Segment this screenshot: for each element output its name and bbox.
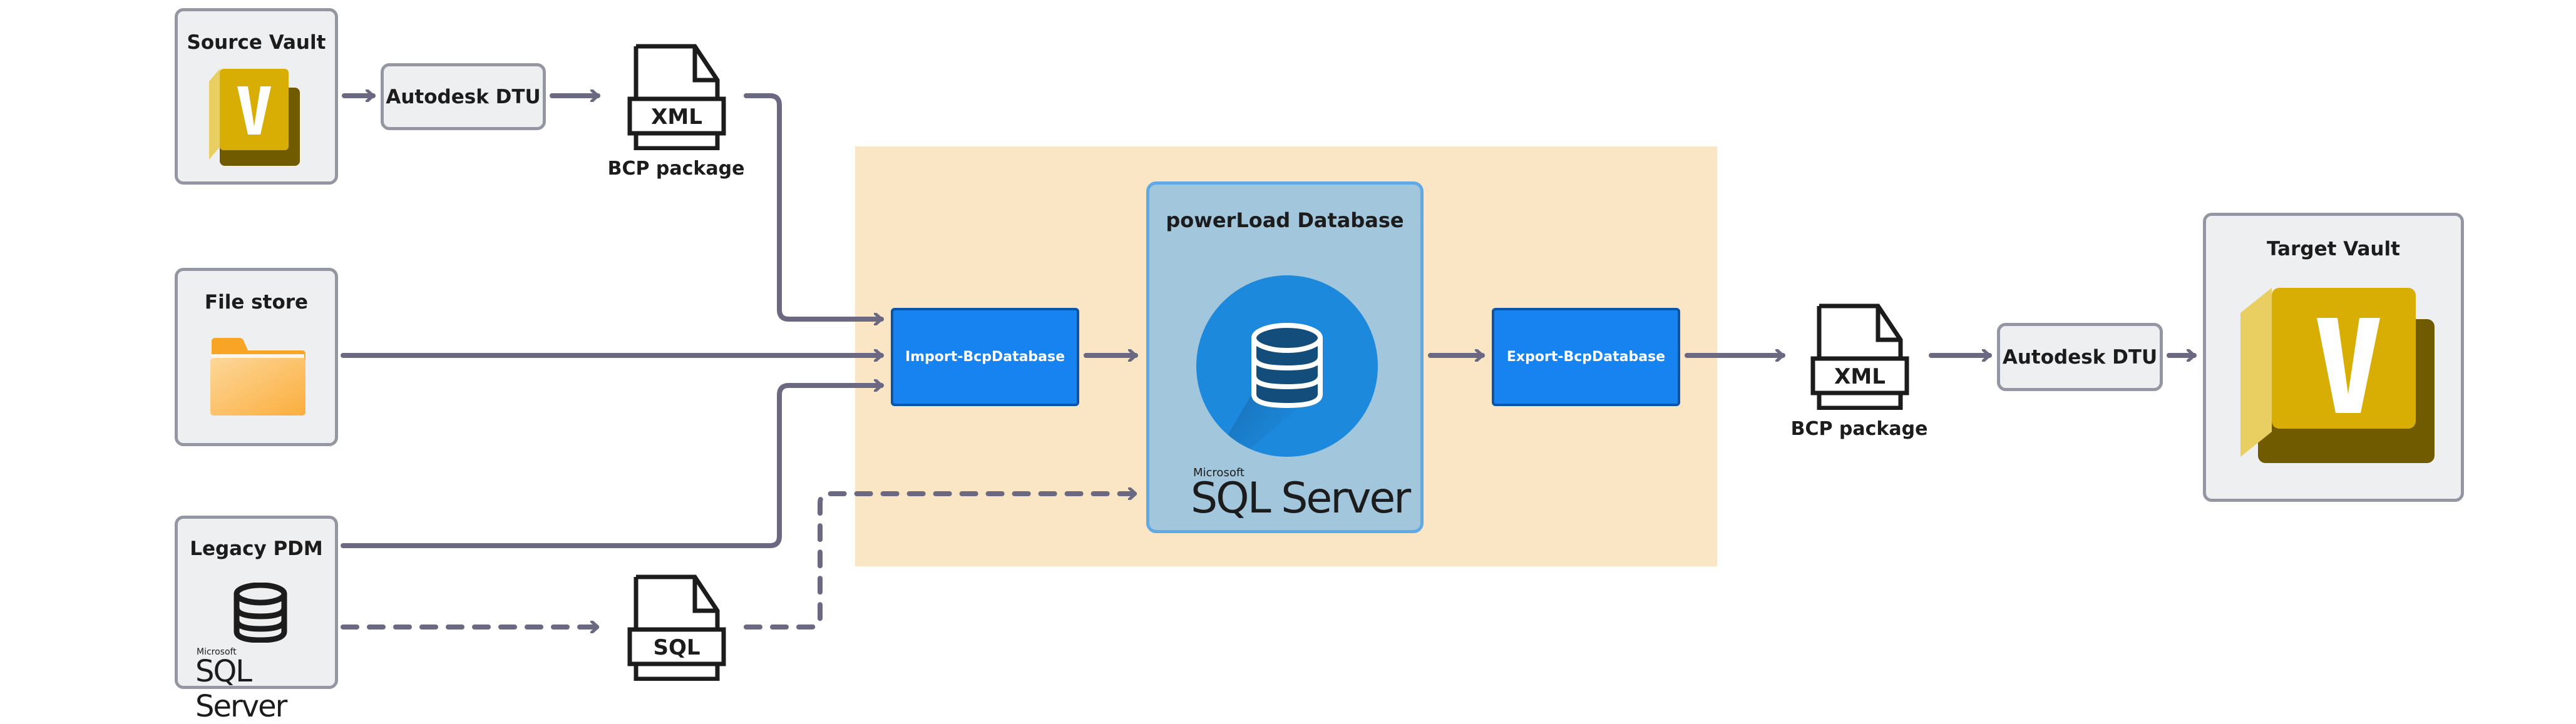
xml-badge-left: XML bbox=[651, 105, 702, 130]
dashed-sql-to-db bbox=[744, 494, 1138, 630]
database-circle-icon bbox=[1196, 275, 1378, 457]
powerload-sql-server-logo: SQL Server bbox=[1191, 474, 1411, 523]
autodesk-vault-icon bbox=[2240, 288, 2435, 463]
autodesk-dtu-left-label: Autodesk DTU bbox=[386, 85, 541, 108]
import-bcpdatabase-label: Import-BcpDatabase bbox=[905, 349, 1065, 365]
sql-file-icon bbox=[627, 574, 726, 681]
legacy-sql-server-logo: SQL Server bbox=[195, 654, 287, 724]
sql-file[interactable]: SQL bbox=[626, 574, 727, 681]
powerload-database-panel[interactable]: powerLoad Database Microsoft SQL Server bbox=[1146, 181, 1424, 533]
legacy-pdm-card[interactable]: Legacy PDM Microsoft SQL Server bbox=[175, 516, 338, 724]
folder-icon bbox=[210, 338, 305, 416]
export-bcpdatabase-label: Export-BcpDatabase bbox=[1506, 349, 1666, 365]
source-vault-card[interactable]: Source Vault bbox=[175, 8, 338, 185]
autodesk-vault-icon bbox=[209, 69, 300, 166]
xml-badge-right: XML bbox=[1834, 364, 1886, 389]
xml-file-icon bbox=[1810, 303, 1909, 410]
autodesk-dtu-right[interactable]: Autodesk DTU bbox=[1997, 323, 2163, 391]
xml-file-left[interactable]: XML bbox=[626, 44, 727, 151]
file-store-title: File store bbox=[204, 291, 309, 314]
bcp-package-caption-left: BCP package bbox=[607, 158, 745, 180]
powerload-microsoft-label: Microsoft bbox=[1193, 466, 1244, 479]
legacy-microsoft-label: Microsoft bbox=[197, 647, 237, 657]
import-bcpdatabase-button[interactable]: Import-BcpDatabase bbox=[891, 308, 1079, 406]
legacy-pdm-title: Legacy PDM bbox=[190, 538, 323, 560]
source-vault-title: Source Vault bbox=[187, 31, 326, 54]
xml-file-right[interactable]: XML bbox=[1809, 303, 1911, 410]
sql-badge: SQL bbox=[653, 635, 700, 660]
autodesk-dtu-right-label: Autodesk DTU bbox=[2002, 345, 2158, 369]
powerload-database-title: powerLoad Database bbox=[1166, 208, 1404, 232]
connectors bbox=[341, 0, 2197, 689]
file-store-card[interactable]: File store bbox=[175, 268, 338, 446]
arrow-xml-to-import bbox=[744, 93, 884, 319]
export-bcpdatabase-button[interactable]: Export-BcpDatabase bbox=[1492, 308, 1680, 406]
autodesk-dtu-left[interactable]: Autodesk DTU bbox=[381, 63, 546, 130]
target-vault-title: Target Vault bbox=[2267, 238, 2400, 260]
target-vault-card[interactable]: Target Vault bbox=[2203, 213, 2464, 502]
database-icon bbox=[233, 583, 287, 643]
arrow-legacy-to-import bbox=[341, 385, 884, 548]
xml-file-icon bbox=[627, 44, 726, 151]
bcp-package-caption-right: BCP package bbox=[1790, 418, 1928, 440]
